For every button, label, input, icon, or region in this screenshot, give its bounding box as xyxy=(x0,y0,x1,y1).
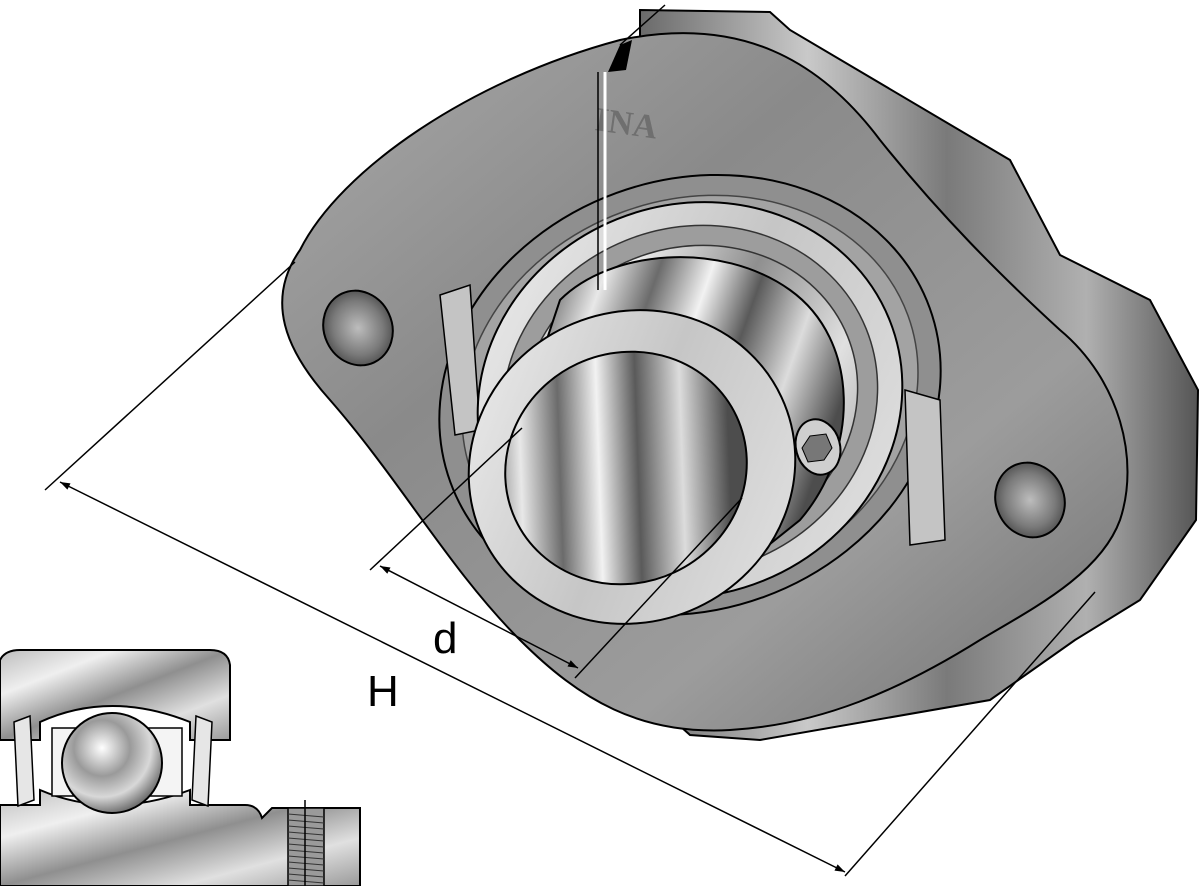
thread-line xyxy=(287,825,325,830)
height-dimension-label: H xyxy=(367,667,399,716)
bore-dimension-label: d xyxy=(433,614,457,663)
thread-line xyxy=(287,855,325,860)
section-ball xyxy=(61,712,163,814)
thread-line xyxy=(287,831,325,836)
thread-line xyxy=(287,837,325,842)
bore-dimension-line xyxy=(379,565,579,669)
section-seal-left xyxy=(13,714,35,808)
thread-line xyxy=(287,879,325,884)
dimension-lines xyxy=(44,4,1096,877)
thread-line xyxy=(287,819,325,824)
mounting-hole-right xyxy=(994,461,1066,539)
thread-line xyxy=(287,813,325,818)
thread-line xyxy=(287,843,325,848)
thread-line xyxy=(287,867,325,872)
section-seal-right xyxy=(191,714,213,808)
height-dimension-line xyxy=(59,481,846,873)
thread-line xyxy=(287,849,325,854)
insert-bearing-cross-section xyxy=(0,649,361,886)
thread-line xyxy=(287,873,325,878)
thread-line xyxy=(287,861,325,866)
mounting-hole-left xyxy=(322,289,394,367)
section-inner-ring xyxy=(0,788,361,886)
section-outer-ring xyxy=(0,649,231,741)
